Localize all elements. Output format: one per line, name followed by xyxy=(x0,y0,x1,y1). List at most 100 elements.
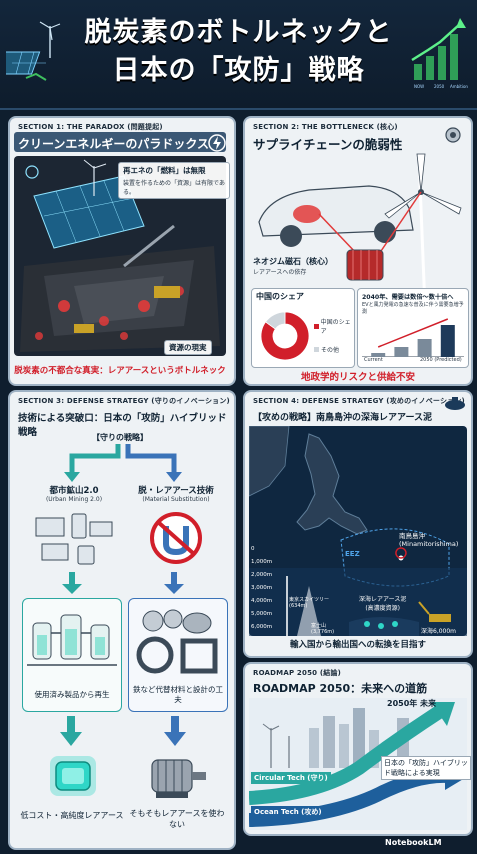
submarine-icon xyxy=(445,397,465,410)
legend-china-row: 中国のシェア xyxy=(314,317,354,335)
legend-china-text: 中国のシェア xyxy=(320,319,351,335)
depth-tick-6: 6,000m xyxy=(251,624,273,630)
magnet-main: ネオジム磁石（核心） xyxy=(253,257,333,266)
pie-slice-0 xyxy=(260,311,310,361)
strategy-caption: 日本の「攻防」ハイブリッド戦略による実現 xyxy=(381,756,471,780)
depth-tick-1: 1,000m xyxy=(251,559,273,565)
demand-bar-0 xyxy=(371,353,386,357)
electric-motor-icon xyxy=(151,759,206,798)
legend-other-text: その他 xyxy=(321,347,340,354)
fuji-label: 富士山 (3,776m) xyxy=(311,622,334,635)
callout-main-text: 再エネの「燃料」は無限 xyxy=(123,166,206,175)
section-2-panel: SECTION 2: THE BOTTLENECK (核心) サプライチェーンの… xyxy=(243,116,473,386)
fuel-infinite-callout: 再エネの「燃料」は無限 装置を作るための「資源」は有限である。 xyxy=(118,162,230,199)
demand-bar-2 xyxy=(417,339,432,357)
resource-reality-callout: 資源の現実 xyxy=(164,340,212,355)
china-share-pie-chart xyxy=(260,311,310,361)
down-arrow-teal-1 xyxy=(62,572,82,594)
section-1-title-bar xyxy=(14,132,226,152)
depth-tick-0: 0 xyxy=(251,546,255,552)
magnet-sub: レアアースへの依存 xyxy=(253,269,307,276)
depth-tick-4: 4,000m xyxy=(251,598,273,604)
split-arrows xyxy=(64,444,182,482)
urban-mining-title: 都市鉱山2.0 xyxy=(49,486,99,496)
deep-sea-depth-label: 深海6,000m xyxy=(421,628,457,635)
legend-other-swatch xyxy=(314,347,319,352)
defense-label: 【守りの戦略】 xyxy=(92,433,148,442)
gear-chain-icon xyxy=(445,127,461,143)
recycling-plant-icon xyxy=(27,614,117,666)
growth-arrow xyxy=(377,318,449,348)
section-3-title: 技術による突破口：日本の「攻防」ハイブリッド戦略 xyxy=(18,413,227,438)
header: 脱炭素のボトルネックと 日本の「攻防」戦略 NOW 2050 Ambition xyxy=(0,0,477,110)
pie-legend: 中国のシェア その他 xyxy=(314,317,354,354)
urban-mining-heading: 都市鉱山2.0 (Urban Mining 2.0) xyxy=(24,484,124,503)
title-line-1: 脱炭素のボトルネックと xyxy=(84,17,393,48)
bar-x-current: Current xyxy=(364,357,383,363)
down-arrow-blue-2 xyxy=(164,716,186,746)
japan-ocean-illustration xyxy=(248,425,467,636)
pie-slice-1 xyxy=(265,311,286,330)
future-label: 2050年 未来 xyxy=(387,699,437,708)
substitute-process-box: 鉄など代替材料と設計の工夫 xyxy=(128,598,228,712)
depth-tick-2: 2,000m xyxy=(251,572,273,578)
ev-wind-motor-illustration xyxy=(258,153,462,308)
main-title: 脱炭素のボトルネックと 日本の「攻防」戦略 xyxy=(60,14,417,90)
mud-sub: (高濃度資源) xyxy=(365,605,401,612)
demand-bar-chart xyxy=(362,318,464,357)
right-result-text: そもそもレアアースを使わない xyxy=(129,809,225,829)
section-5-label: ROADMAP 2050 (結論) xyxy=(253,669,342,677)
substitute-caption: 鉄など代替材料と設計の工夫 xyxy=(133,685,223,704)
resource-reality-label: 資源の現実 xyxy=(169,343,207,352)
urban-mining-en: (Urban Mining 2.0) xyxy=(45,496,103,503)
circular-tech-label: Circular Tech (守り) xyxy=(251,772,331,784)
section-1-panel: SECTION 1: THE PARADOX (問題提起) クリーンエネルギーの… xyxy=(8,116,236,386)
section-2-footer: 地政学的リスクと供給不安 xyxy=(300,372,415,383)
section-2-title: サプライチェーンの脆弱性 xyxy=(253,137,403,152)
island-en: (Minamitorishima) xyxy=(399,540,459,548)
down-arrow-teal-2 xyxy=(60,716,82,746)
no-magnet-icon xyxy=(150,512,202,564)
section-2-label: SECTION 2: THE BOTTLENECK (核心) xyxy=(253,123,398,131)
svg-text:2050: 2050 xyxy=(434,84,445,89)
iron-materials-icon xyxy=(136,609,218,674)
fuji-name: 富士山 xyxy=(311,623,327,629)
section-3-panel: SECTION 3: DEFENSE STRATEGY (守りのイノベーション)… xyxy=(8,390,236,850)
demand-bar-1 xyxy=(394,347,409,357)
mine-solar-illustration xyxy=(20,159,220,352)
callout-sub-text: 装置を作るための「資源」は有限である。 xyxy=(123,180,225,196)
legend-china-swatch xyxy=(314,323,319,329)
substitution-en: (Material Substitution) xyxy=(142,496,210,503)
substitution-heading: 脱・レアアース技術 (Material Substitution) xyxy=(124,484,228,503)
demand-bar-3 xyxy=(440,325,455,357)
e-waste-icon xyxy=(35,513,113,565)
left-result-text: 低コスト・高純度レアアース xyxy=(20,811,124,820)
depth-tick-5: 5,000m xyxy=(251,611,273,617)
section-5-title: ROADMAP 2050：未来への道筋 xyxy=(253,682,428,695)
section-3-label: SECTION 3: DEFENSE STRATEGY (守りのイノベーション) xyxy=(18,397,230,405)
recycle-caption: 使用済み製品から再生 xyxy=(34,690,110,699)
bar-x-2050: 2050 (Predicted) xyxy=(420,357,462,363)
island-name: 南鳥島沖 xyxy=(399,532,425,540)
neodymium-magnet-icon xyxy=(346,249,384,281)
section-1-illustration: 再エネの「燃料」は無限 装置を作るための「資源」は有限である。 資源の現実 xyxy=(14,156,230,356)
sun-icon xyxy=(25,165,39,179)
mud-label: 深海レアアース泥 (高濃度資源) xyxy=(359,594,406,612)
demand-sub: EVと風力発電の急速な普及に伴う需要急増予測 xyxy=(362,302,464,315)
china-share-card: 中国のシェア 中国のシェア その他 xyxy=(251,288,355,368)
ocean-tech-label: Ocean Tech (攻め) xyxy=(251,806,325,818)
growth-chart-icon: NOW 2050 Ambition xyxy=(411,18,468,89)
recycle-process-box: 使用済み製品から再生 xyxy=(22,598,122,712)
skytree-name: 東京スカイツリー xyxy=(289,597,330,603)
legend-other-row: その他 xyxy=(314,345,354,354)
svg-text:Ambition: Ambition xyxy=(450,84,468,89)
brand-label: NotebookLM xyxy=(385,838,442,847)
section-1-footer: 脱炭素の不都合な真実：レアアースというボトルネック xyxy=(14,366,226,376)
demand-text: 2040年、需要は数倍～数十倍へ xyxy=(362,294,454,301)
fuji-height: (3,776m) xyxy=(311,629,335,635)
demand-card: 2040年、需要は数倍～数十倍へ EVと風力発電の急速な普及に伴う需要急増予測 … xyxy=(357,288,469,368)
svg-text:NOW: NOW xyxy=(414,84,424,89)
